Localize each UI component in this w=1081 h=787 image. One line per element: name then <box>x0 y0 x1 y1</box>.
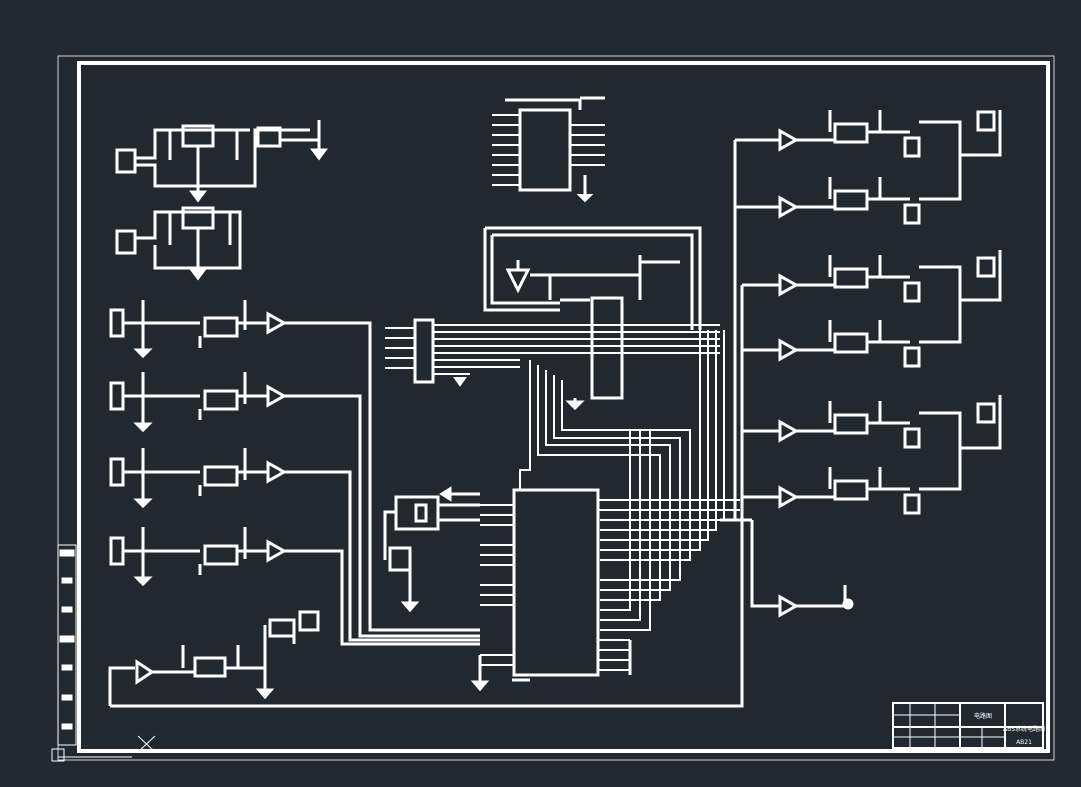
title-block <box>892 702 1044 749</box>
valve-driver-2 <box>735 155 962 225</box>
ucs-cross-icon <box>58 735 156 758</box>
sensor-channel-2 <box>109 372 480 638</box>
valve-driver-6 <box>742 448 962 515</box>
right-vertical-bus <box>720 140 752 522</box>
center-connector <box>385 318 435 384</box>
center-mid-ic <box>565 296 624 411</box>
sensor-channel-4 <box>109 527 480 646</box>
left-margin-table <box>51 544 77 762</box>
valve-driver-4 <box>742 300 962 368</box>
valve-driver-3 <box>742 250 1002 303</box>
top-center-ic <box>492 96 605 203</box>
title-block-title: ABS系统电路图 <box>1003 725 1045 733</box>
valve-driver-1 <box>735 110 1002 158</box>
mid-vertical-bus <box>519 330 725 631</box>
center-loop-amplifier <box>483 226 702 330</box>
power-supply-block-2 <box>115 206 242 281</box>
bottom-bus <box>110 520 744 708</box>
mcu-main-chip <box>470 488 740 692</box>
sensor-channel-1 <box>109 300 480 632</box>
sheet-frame <box>57 55 1055 761</box>
center-signal-bus <box>433 324 720 387</box>
power-supply-block-1 <box>115 120 328 203</box>
pump-motor-driver <box>750 520 854 618</box>
oscillator-reset <box>383 486 480 613</box>
title-block-drawing-number: AB21 <box>1016 739 1032 746</box>
valve-driver-5 <box>742 395 1002 450</box>
title-block-drawing-name: 电路图 <box>974 712 992 720</box>
sensor-channel-3 <box>109 448 480 642</box>
warning-lamp-driver <box>108 610 320 706</box>
